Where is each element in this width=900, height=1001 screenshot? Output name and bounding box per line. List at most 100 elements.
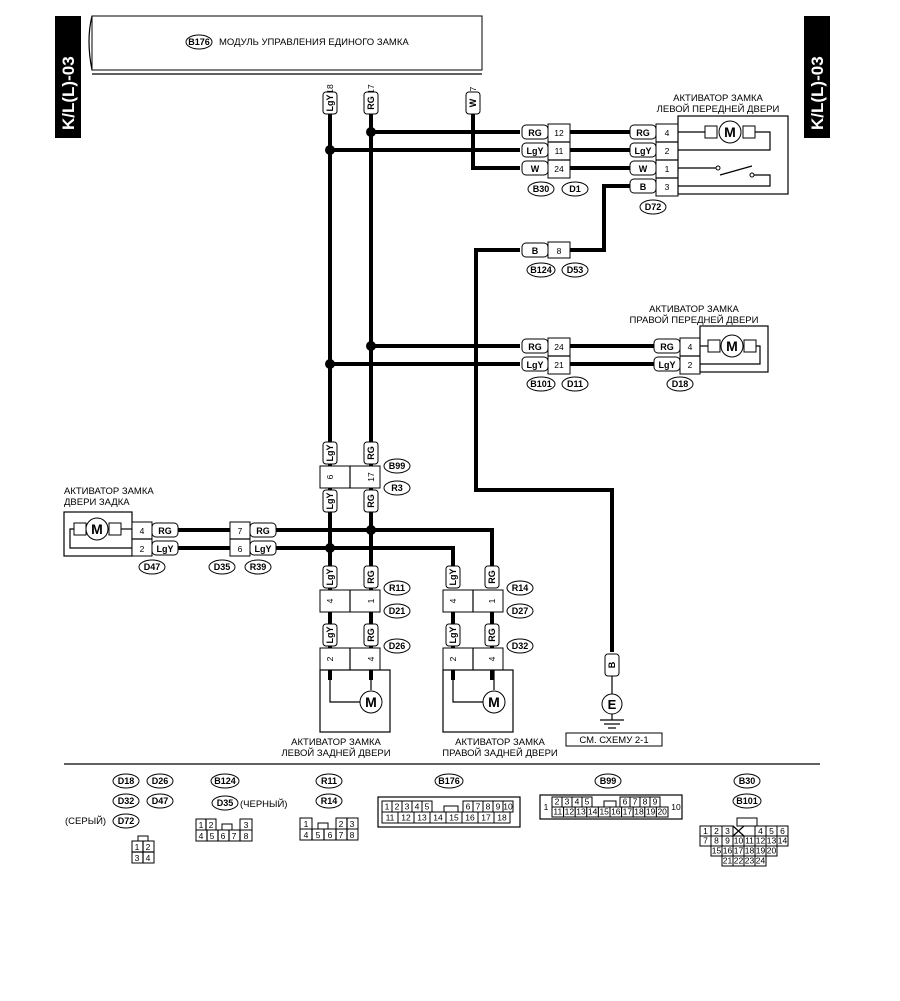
pin-number: 15 <box>712 846 722 856</box>
svg-text:R3: R3 <box>391 483 403 493</box>
svg-text:3: 3 <box>135 853 140 863</box>
front-left-actuator: АКТИВАТОР ЗАМКА ЛЕВОЙ ПЕРЕДНЕЙ ДВЕРИ RG … <box>629 93 789 215</box>
pin-number: 12 <box>565 807 575 817</box>
svg-text:W: W <box>531 164 540 174</box>
svg-text:7: 7 <box>339 830 344 840</box>
svg-text:11: 11 <box>555 146 564 156</box>
svg-text:LgY: LgY <box>635 146 652 156</box>
pin-number: 18 <box>634 807 644 817</box>
svg-text:17: 17 <box>366 84 376 94</box>
pin-number: 4 <box>575 797 580 807</box>
pin-number: 5 <box>425 802 430 812</box>
svg-text:LgY: LgY <box>659 360 676 370</box>
svg-text:4: 4 <box>366 656 376 661</box>
pin-number: 9 <box>725 836 730 846</box>
svg-text:RG: RG <box>158 526 172 536</box>
svg-text:RG: RG <box>636 128 650 138</box>
svg-text:RG: RG <box>366 570 376 584</box>
pin-number: 3 <box>725 826 730 836</box>
pin-number: 1 <box>703 826 708 836</box>
svg-text:24: 24 <box>554 342 564 352</box>
svg-text:W: W <box>468 98 478 107</box>
pin-number: 3 <box>405 802 410 812</box>
blank-pin-mark <box>732 825 745 837</box>
pin-number: 7 <box>703 836 708 846</box>
svg-text:4: 4 <box>304 830 309 840</box>
svg-text:LgY: LgY <box>325 445 335 462</box>
svg-text:4: 4 <box>140 526 145 536</box>
pin-cell <box>655 806 669 818</box>
svg-text:8: 8 <box>557 246 562 256</box>
svg-text:6: 6 <box>221 831 226 841</box>
svg-text:2: 2 <box>325 656 335 661</box>
pin-number: 15 <box>599 807 609 817</box>
pin-number: 2 <box>395 802 400 812</box>
pin-number: 9 <box>653 797 658 807</box>
svg-text:1: 1 <box>544 802 549 812</box>
pin-number: 2 <box>555 797 560 807</box>
svg-text:B176: B176 <box>438 776 460 786</box>
svg-text:АКТИВАТОР ЗАМКА: АКТИВАТОР ЗАМКА <box>64 486 154 497</box>
pin-number: 1 <box>385 802 390 812</box>
svg-text:17: 17 <box>366 472 376 482</box>
pin-number: 10 <box>734 836 744 846</box>
svg-text:5: 5 <box>210 831 215 841</box>
svg-text:RG: RG <box>366 96 376 110</box>
pin-number: 11 <box>386 813 395 823</box>
svg-text:D47: D47 <box>144 562 161 572</box>
svg-text:ЛЕВОЙ ПЕРЕДНЕЙ ДВЕРИ: ЛЕВОЙ ПЕРЕДНЕЙ ДВЕРИ <box>657 103 780 115</box>
pin-number: 13 <box>417 813 427 823</box>
pin-number: 20 <box>657 807 667 817</box>
pin-number: 19 <box>756 846 766 856</box>
pin-number: 16 <box>465 813 475 823</box>
svg-text:LgY: LgY <box>325 493 335 510</box>
pin-number: 12 <box>401 813 411 823</box>
svg-text:4: 4 <box>199 831 204 841</box>
svg-text:2: 2 <box>688 360 693 370</box>
svg-text:R14: R14 <box>321 796 338 806</box>
svg-text:3: 3 <box>665 182 670 192</box>
svg-text:K/L(L)-03: K/L(L)-03 <box>808 56 827 130</box>
pin-number: 6 <box>623 797 628 807</box>
pin-number: 13 <box>576 807 586 817</box>
pin-number: 21 <box>723 856 733 866</box>
svg-text:7: 7 <box>232 831 237 841</box>
pin-number: 11 <box>553 807 562 817</box>
pin-number: 16 <box>723 846 733 856</box>
svg-text:10: 10 <box>671 802 681 812</box>
svg-text:B99: B99 <box>600 776 617 786</box>
svg-text:D53: D53 <box>567 265 584 275</box>
pin-number: 14 <box>433 813 443 823</box>
svg-text:LgY: LgY <box>325 95 335 112</box>
front-right-actuator: АКТИВАТОР ЗАМКА ПРАВОЙ ПЕРЕДНЕЙ ДВЕРИ RG… <box>630 304 769 392</box>
pin-cell <box>754 855 767 867</box>
connector-b30-d1: RG LgY W 12 11 24 B30 D1 <box>521 123 589 197</box>
svg-text:B: B <box>640 182 647 192</box>
svg-text:D18: D18 <box>118 776 135 786</box>
svg-text:LgY: LgY <box>325 569 335 586</box>
pin-number: 7 <box>633 797 638 807</box>
svg-text:АКТИВАТОР ЗАМКА: АКТИВАТОР ЗАМКА <box>291 737 381 748</box>
pin-number: 24 <box>756 856 766 866</box>
svg-text:7: 7 <box>238 526 243 536</box>
svg-text:5: 5 <box>316 830 321 840</box>
svg-text:RG: RG <box>256 526 270 536</box>
pin-number: 17 <box>734 846 744 856</box>
svg-text:D35: D35 <box>217 798 234 808</box>
pin-number: 17 <box>623 807 633 817</box>
svg-text:LgY: LgY <box>325 627 335 644</box>
svg-text:D18: D18 <box>672 379 689 389</box>
svg-text:M: M <box>91 521 103 537</box>
svg-text:B: B <box>532 246 539 256</box>
svg-text:RG: RG <box>366 494 376 508</box>
svg-text:1: 1 <box>366 598 376 603</box>
svg-text:D27: D27 <box>512 606 529 616</box>
svg-text:1: 1 <box>135 842 140 852</box>
svg-text:D26: D26 <box>152 776 169 786</box>
rear-right-actuator: LgY RG 4 1 R14 D27 LgY RG 2 4 D32 M АКТИ… <box>442 565 558 759</box>
pin-number: 8 <box>486 802 491 812</box>
pin-number: 15 <box>449 813 459 823</box>
svg-text:1: 1 <box>304 819 309 829</box>
svg-text:(ЧЕРНЫЙ): (ЧЕРНЫЙ) <box>240 798 287 810</box>
